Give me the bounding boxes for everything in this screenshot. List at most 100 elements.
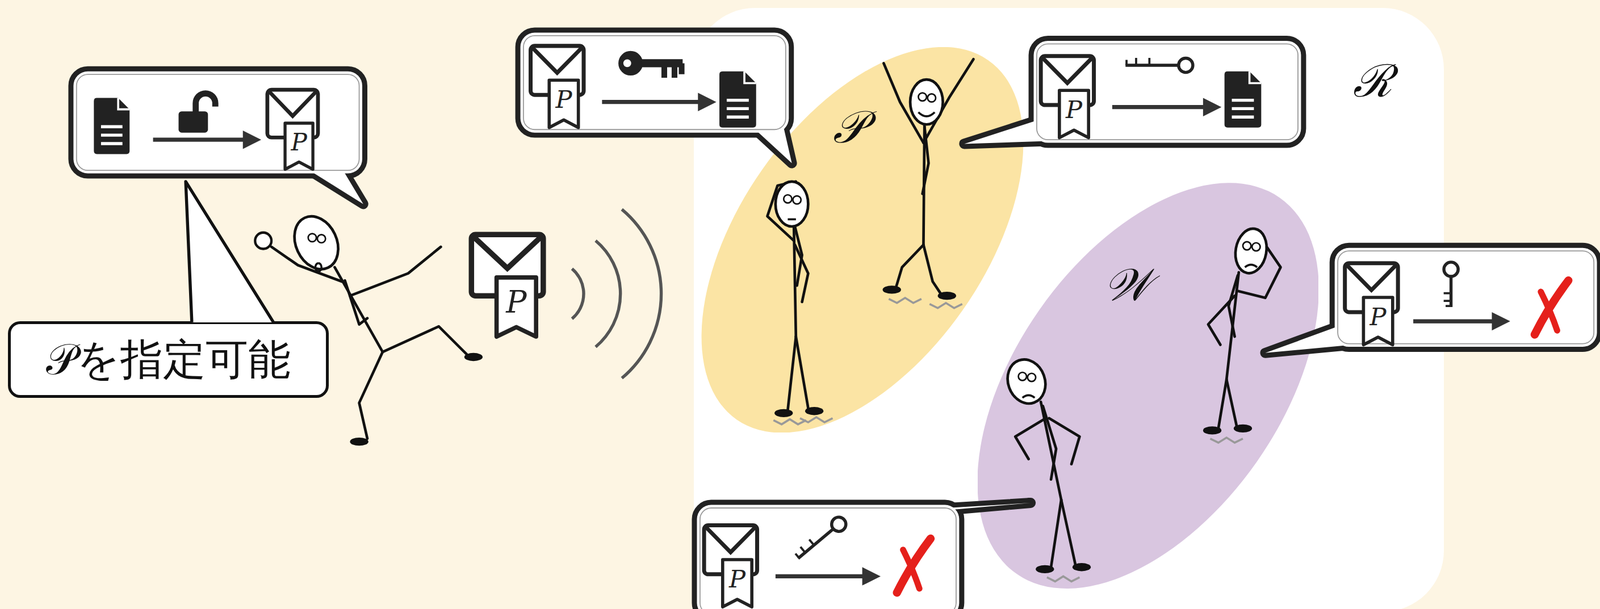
limb [1228,275,1238,337]
foot [349,437,368,446]
shackle [195,93,216,113]
limb [359,352,383,439]
envelope-badge [1363,297,1393,345]
bubble-tail-outline [306,168,364,205]
document-fold [118,98,130,110]
bubble-tail-outline [964,114,1057,144]
bubble-tail-fill [306,168,364,205]
limb [271,246,342,282]
bubble-outline [1334,248,1598,347]
envelope-flap [1346,265,1396,291]
key-bow [1178,57,1193,73]
document-line [726,115,749,119]
set-name: ℛ [1353,59,1393,104]
envelope-body [267,89,318,138]
set-name: 𝒫 [832,105,866,150]
region-box: ℛ 𝒫 𝒲 [693,7,1444,609]
arrow-symbol [1413,312,1511,331]
envelope-body [704,525,757,575]
key-teeth [1126,57,1150,66]
limb [923,59,974,143]
eye [1018,372,1027,381]
bubble-fill [1033,40,1302,144]
speech-bubble [964,40,1301,145]
document-line [101,133,123,137]
signal-wave [571,269,584,320]
bubble-tail-outline [1265,321,1353,354]
arrow-symbol [775,567,881,586]
envelope-icon [530,45,584,128]
arrow-head [697,93,716,112]
document-line [726,98,749,102]
limb [344,280,368,325]
bubble-inner-line [523,35,786,130]
document-icon [1224,71,1262,128]
head [775,181,809,227]
key-icon [1125,57,1193,73]
head [910,79,944,125]
limb [1040,401,1062,501]
bubble-tail-fill [964,114,1057,144]
key-teeth [794,539,815,559]
key-shaft [1125,63,1179,67]
limb [923,244,941,294]
speech-bubble [520,32,793,164]
mouth [315,263,322,272]
limb [922,126,929,195]
limb [1226,379,1237,427]
speech-bubble [696,503,1031,609]
limb [1049,418,1080,465]
speech-bubble [1265,248,1598,354]
eye [1251,243,1260,251]
fail-mark [897,538,931,593]
limb [883,63,924,143]
envelope-flap [269,91,316,117]
limb [787,336,796,410]
happy-figure [767,181,833,425]
key-teeth [1443,293,1452,307]
foot [882,285,902,294]
set-name: 𝒲 [1103,263,1151,309]
envelope-icon [704,525,757,608]
badge-letter: P [555,88,572,113]
bubble-tail-fill [1265,321,1353,354]
sad-figure [1001,354,1091,582]
bubble-inner-line [76,74,360,171]
envelope-flap [532,47,582,73]
document-line [1232,115,1255,119]
callout-text: 𝒫を指定可能 [45,338,291,381]
bubble-tail-outline [912,503,1031,511]
document-line [101,141,123,145]
lock-body [178,111,209,133]
speech-bubble [73,71,363,205]
arrow-symbol [1112,98,1222,117]
document-line [1232,107,1255,111]
limb [1236,244,1281,298]
fail-stroke [1540,291,1558,331]
document-body [719,71,757,128]
limb [796,336,809,409]
key-icon [619,52,683,78]
eye [792,195,801,204]
callout-box: 𝒫を指定可能 [7,321,329,399]
envelope-badge [549,80,578,128]
limb [794,226,803,286]
key-shaft [798,529,834,559]
bubble-fill [1334,248,1598,347]
head [1001,354,1052,409]
set-fill [977,182,1319,589]
foot [464,353,483,362]
document-body [1224,71,1262,128]
eye [1242,241,1251,250]
bubble-fill [696,505,959,609]
fail-stroke [903,550,920,589]
limb [349,246,441,296]
envelope-flap [1043,57,1092,83]
limb [1208,295,1235,345]
foot [774,409,793,418]
foot [1072,563,1091,572]
arrow-head [1491,312,1510,331]
ground-scribble [800,417,833,423]
arrow-shaft [601,99,702,104]
